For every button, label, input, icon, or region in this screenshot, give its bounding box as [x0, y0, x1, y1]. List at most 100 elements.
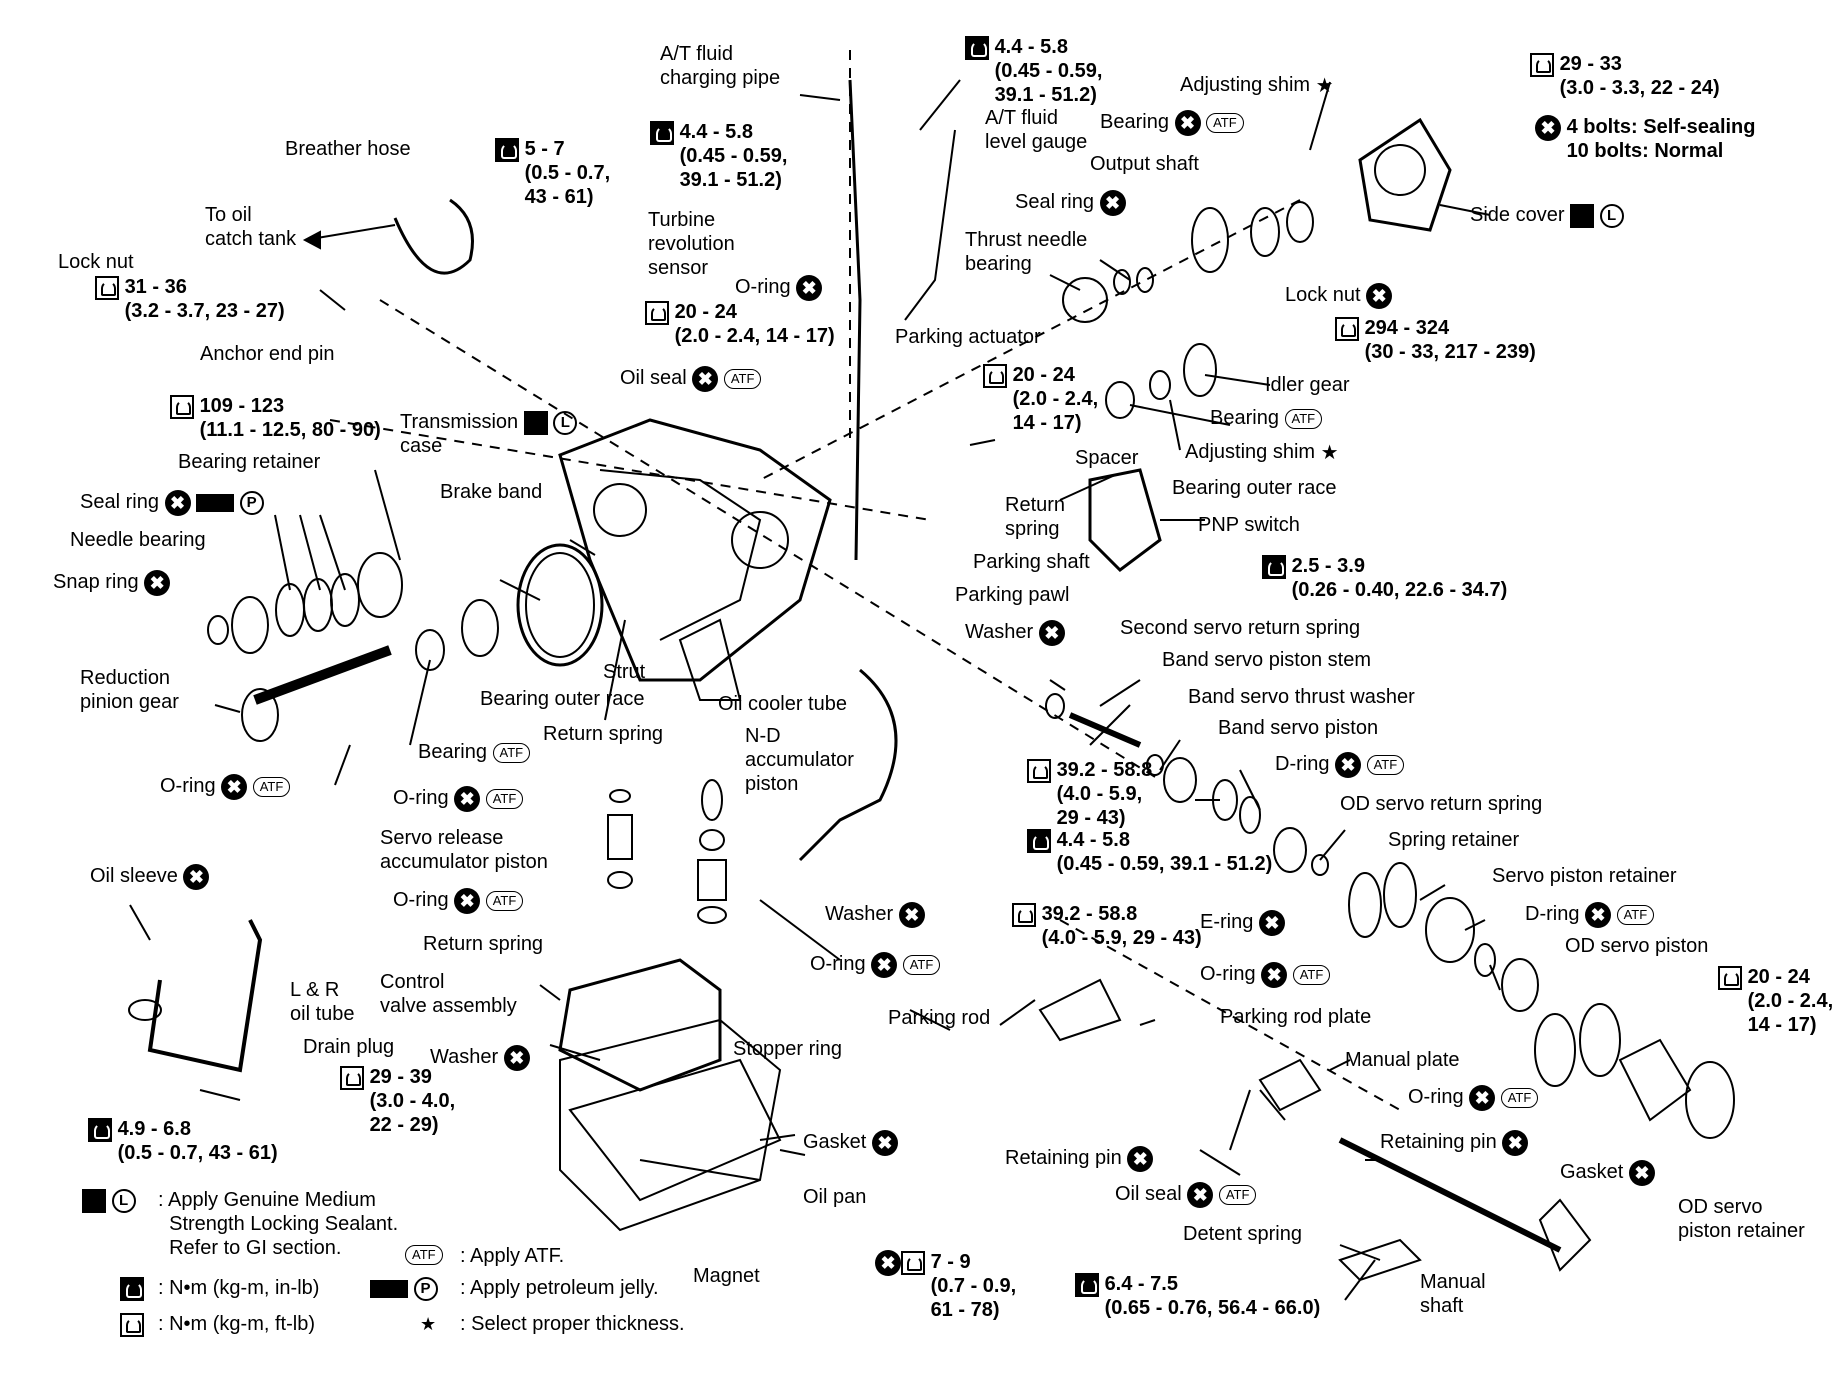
label-bearing-outer-race-l: Bearing outer race	[480, 687, 645, 711]
label-text: Return spring	[543, 723, 664, 745]
label-text: Servo release accumulator piston	[380, 827, 548, 873]
label-output-shaft: Output shaft	[1090, 152, 1199, 176]
label-parking-rod: Parking rod	[888, 1006, 990, 1030]
label-servo-piston-retainer: Servo piston retainer	[1492, 864, 1677, 888]
legend-nm-in-lb: : N•m (kg-m, in-lb)	[158, 1277, 320, 1299]
label-second-servo-return-spring: Second servo return spring	[1120, 616, 1360, 640]
label-text: D-ring	[1525, 903, 1580, 925]
label-text: Band servo piston	[1218, 717, 1379, 739]
legend-star-icon: ★	[420, 1314, 437, 1334]
atf-icon: ATF	[1616, 905, 1655, 925]
label-servo-release-acc-piston: Servo release accumulator piston	[380, 826, 548, 874]
label-text: Manual shaft	[1420, 1271, 1486, 1317]
label-text: Oil seal	[1115, 1183, 1182, 1205]
label-text: Parking actuator	[895, 326, 1041, 348]
label-text: Bearing	[1100, 111, 1169, 133]
label-text: Gasket	[1560, 1161, 1624, 1183]
label-brake-band: Brake band	[440, 480, 542, 504]
label-oring-top: O-ring ✖	[735, 275, 823, 301]
label-torque-64-75: 6.4 - 7.5 (0.65 - 0.76, 56.4 - 66.0)	[1075, 1272, 1320, 1320]
label-text: Lock nut	[1285, 284, 1361, 306]
replace-x-icon: ✖	[1258, 910, 1285, 936]
replace-x-icon: ✖	[1535, 115, 1561, 141]
label-torque-44-58-c: 4.4 - 5.8 (0.45 - 0.59, 39.1 - 51.2)	[1027, 828, 1272, 876]
label-text: OD servo piston retainer	[1678, 1196, 1805, 1242]
label-text: 20 - 24 (2.0 - 2.4, 14 - 17)	[1747, 966, 1833, 1036]
label-text: Parking shaft	[973, 551, 1090, 573]
sealant-icon	[523, 410, 548, 435]
label-band-servo-thrust-washer: Band servo thrust washer	[1188, 685, 1415, 709]
label-thrust-needle-bearing: Thrust needle bearing	[965, 228, 1087, 276]
atf-icon: ATF	[1500, 1088, 1539, 1108]
label-od-servo-piston-retainer: OD servo piston retainer	[1678, 1195, 1805, 1243]
atf-icon: ATF	[902, 955, 941, 975]
label-bolts-note: ✖ 4 bolts: Self-sealing 10 bolts: Normal	[1535, 115, 1756, 163]
replace-x-icon: ✖	[1585, 902, 1612, 928]
label-text: 20 - 24 (2.0 - 2.4, 14 - 17)	[674, 301, 835, 347]
l-circle-icon: L	[553, 410, 578, 435]
label-text: Transmission case	[400, 411, 519, 457]
legend-sealant-icon: L	[82, 1188, 136, 1213]
label-text: Turbine revolution sensor	[648, 209, 735, 279]
label-stopper-ring: Stopper ring	[733, 1037, 842, 1061]
label-od-servo-return-spring: OD servo return spring	[1340, 792, 1542, 816]
label-text: Oil seal	[620, 367, 687, 389]
label-lock-nut-right: Lock nut ✖	[1285, 283, 1393, 309]
label-text: Second servo return spring	[1120, 617, 1361, 639]
replace-x-icon: ✖	[871, 1130, 898, 1156]
label-text: Lock nut	[58, 251, 134, 273]
label-retaining-pin-right: Retaining pin ✖	[1380, 1130, 1529, 1156]
torque-nut-icon	[1012, 902, 1036, 927]
label-text: Bearing	[418, 741, 487, 763]
label-oring-mid3: O-ring ✖ ATF	[810, 952, 941, 978]
label-anchor-end-pin: Anchor end pin	[200, 342, 335, 366]
torque-wrench-icon	[1075, 1272, 1099, 1297]
label-text: O-ring	[393, 787, 449, 809]
replace-x-icon: ✖	[183, 864, 210, 890]
replace-x-icon: ✖	[1187, 1182, 1214, 1208]
label-turbine-sensor: Turbine revolution sensor	[648, 208, 735, 280]
label-strut: Strut	[603, 660, 645, 684]
label-transmission-case: Transmission case L	[400, 410, 578, 458]
label-text: Adjusting shim	[1185, 441, 1316, 463]
label-bearing-outer-race-r: Bearing outer race	[1172, 476, 1337, 500]
label-text: Brake band	[440, 481, 543, 503]
label-band-servo-piston-stem: Band servo piston stem	[1162, 648, 1371, 672]
label-drain-plug: Drain plug	[303, 1035, 394, 1059]
torque-wrench-icon	[88, 1117, 112, 1142]
torque-nut-icon	[340, 1065, 364, 1090]
label-pnp-switch: PNP switch	[1198, 513, 1300, 537]
label-text: O-ring	[735, 276, 791, 298]
label-torque-29-33: 29 - 33 (3.0 - 3.3, 22 - 24)	[1530, 52, 1720, 100]
replace-x-icon: ✖	[1038, 620, 1065, 646]
label-torque-25-39: 2.5 - 3.9 (0.26 - 0.40, 22.6 - 34.7)	[1262, 554, 1507, 602]
torque-wrench-icon	[495, 137, 519, 162]
replace-x-icon: ✖	[1628, 1160, 1655, 1186]
label-oring-right1: O-ring ✖ ATF	[1200, 962, 1331, 988]
label-text: Manual plate	[1345, 1049, 1460, 1071]
label-torque-44-58-b: 4.4 - 5.8 (0.45 - 0.59, 39.1 - 51.2)	[650, 120, 787, 192]
torque-nut-icon	[1530, 52, 1554, 77]
label-torque-20-24-c: 20 - 24 (2.0 - 2.4, 14 - 17)	[1718, 965, 1833, 1037]
label-retaining-pin-left: Retaining pin ✖	[1005, 1146, 1154, 1172]
replace-x-icon: ✖	[1335, 752, 1362, 778]
label-needle-bearing: Needle bearing	[70, 528, 206, 552]
label-manual-shaft: Manual shaft	[1420, 1270, 1486, 1318]
label-washer-mid: Washer ✖	[825, 902, 925, 928]
label-return-spring-mid: Return spring	[543, 722, 663, 746]
replace-x-icon: ✖	[454, 888, 481, 914]
torque-nut-icon	[170, 394, 194, 419]
label-text: 29 - 33 (3.0 - 3.3, 22 - 24)	[1559, 53, 1720, 99]
label-text: 20 - 24 (2.0 - 2.4, 14 - 17)	[1012, 364, 1099, 434]
label-text: Bearing outer race	[1172, 477, 1337, 499]
label-text: Seal ring	[1015, 191, 1094, 213]
label-text: 7 - 9 (0.7 - 0.9, 61 - 78)	[930, 1251, 1017, 1321]
label-text: Retaining pin	[1380, 1131, 1497, 1153]
atf-icon: ATF	[1218, 1185, 1257, 1205]
label-torque-392-588-a: 39.2 - 58.8 (4.0 - 5.9, 29 - 43)	[1027, 758, 1152, 830]
label-washer-low: Washer ✖	[430, 1045, 530, 1071]
torque-wrench-icon	[965, 35, 989, 60]
label-text: Seal ring	[80, 491, 159, 513]
torque-wrench-icon	[650, 120, 674, 145]
label-text: O-ring	[1408, 1086, 1464, 1108]
